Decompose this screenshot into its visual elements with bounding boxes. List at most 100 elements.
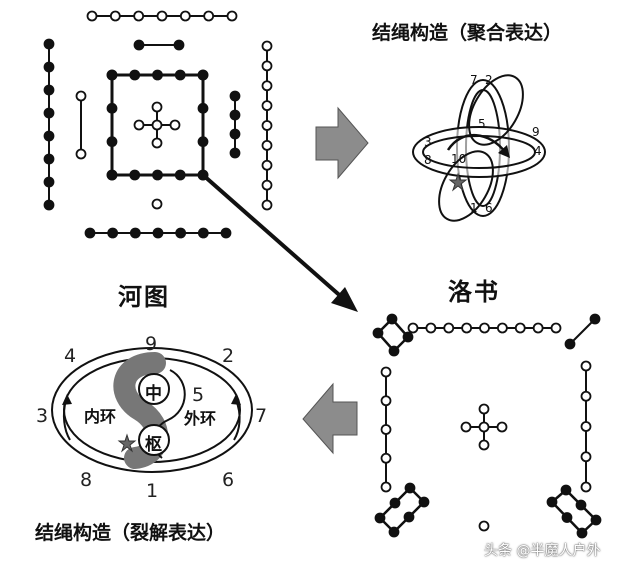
white-dot xyxy=(580,451,592,463)
white-dot xyxy=(380,366,392,378)
ring-number: 3 xyxy=(36,405,49,427)
white-dot xyxy=(580,481,592,493)
knot-numbers: 7 2 5 9 4 3 8 10 1 6 xyxy=(424,73,542,215)
black-dot xyxy=(43,61,55,73)
knot-number: 6 xyxy=(485,201,493,215)
white-dot xyxy=(478,421,490,433)
outer-ring-label: 外环 xyxy=(184,409,217,428)
black-dot xyxy=(107,227,119,239)
white-dot xyxy=(226,10,238,22)
white-dot xyxy=(151,198,163,210)
white-dot xyxy=(133,10,145,22)
white-dot xyxy=(580,421,592,432)
black-dot xyxy=(84,227,96,239)
white-dot xyxy=(261,159,273,171)
black-block xyxy=(550,488,598,535)
ring-diagram xyxy=(51,347,253,473)
black-dot xyxy=(546,496,558,508)
knot-split-title: 结绳构造（裂解表达） xyxy=(35,522,226,544)
ring-number: 2 xyxy=(222,345,235,367)
white-dot xyxy=(203,10,215,22)
white-dot xyxy=(151,101,163,113)
watermark: 头条 @半魔人户外 xyxy=(484,543,601,559)
black-dot xyxy=(43,107,55,119)
white-dot xyxy=(75,148,87,160)
luoshu-diagram xyxy=(372,313,602,539)
black-dot xyxy=(174,169,186,181)
star-icon xyxy=(117,433,137,453)
knot-diagram xyxy=(412,74,546,222)
hetu-title: 河图 xyxy=(118,283,170,311)
black-dot xyxy=(590,514,602,526)
black-dot xyxy=(133,39,145,51)
black-dot xyxy=(43,38,55,50)
black-dot xyxy=(43,84,55,96)
white-dot xyxy=(496,322,508,334)
black-dot xyxy=(197,69,209,81)
knot-number: 1 xyxy=(470,201,478,215)
ring-number: 5 xyxy=(192,384,205,406)
ring-number: 4 xyxy=(64,345,77,367)
black-dot xyxy=(575,499,587,511)
white-dot xyxy=(151,119,163,131)
pivot-label: 枢 xyxy=(145,435,162,455)
black-dot xyxy=(388,345,400,357)
white-dot xyxy=(261,60,273,72)
black-dot xyxy=(403,511,415,523)
knot-number: 2 xyxy=(485,73,493,87)
white-dot xyxy=(580,390,592,402)
white-dot xyxy=(261,139,273,151)
knot-number: 4 xyxy=(534,144,542,158)
white-dot xyxy=(380,395,392,407)
ring-number: 8 xyxy=(80,469,93,491)
white-dot xyxy=(261,179,273,191)
white-dot xyxy=(479,322,490,334)
white-dot xyxy=(478,403,490,415)
black-dot xyxy=(229,128,241,140)
knot-number: 9 xyxy=(532,125,540,139)
white-dot xyxy=(461,322,473,334)
black-dot xyxy=(106,169,118,181)
black-dot xyxy=(418,496,430,508)
knot-number: 5 xyxy=(478,117,486,131)
black-dot xyxy=(129,227,141,239)
white-dot xyxy=(109,10,121,22)
white-dot xyxy=(261,80,273,92)
white-dot xyxy=(478,439,490,451)
black-dot xyxy=(229,147,241,159)
black-dot xyxy=(106,102,118,114)
black-dot xyxy=(43,176,55,188)
white-dot xyxy=(407,322,419,334)
black-dot xyxy=(152,227,164,239)
black-dot xyxy=(576,527,588,539)
white-dot xyxy=(151,137,163,149)
white-dot xyxy=(580,360,592,372)
white-dot xyxy=(75,90,87,102)
white-dot xyxy=(86,10,98,22)
black-dot xyxy=(564,338,576,350)
black-dot xyxy=(229,109,241,121)
knot-number: 7 xyxy=(470,73,478,87)
white-dot xyxy=(169,119,181,131)
gray-arrow-left xyxy=(302,382,358,455)
knot-number: 10 xyxy=(451,152,466,166)
star-icon xyxy=(448,172,468,192)
black-dot xyxy=(106,69,118,81)
white-dot xyxy=(261,40,273,52)
black-dot xyxy=(106,136,118,148)
white-dot xyxy=(478,520,490,532)
center-label: 中 xyxy=(145,384,162,404)
knot-number: 8 xyxy=(424,153,432,167)
white-dot xyxy=(443,322,455,334)
white-dot xyxy=(261,120,273,131)
black-dot xyxy=(43,130,55,142)
black-dot xyxy=(402,331,414,343)
black-dot xyxy=(561,512,573,523)
white-dot xyxy=(133,119,145,131)
black-dot xyxy=(129,69,141,81)
white-dot xyxy=(156,10,168,22)
black-dot xyxy=(197,136,209,148)
white-dot xyxy=(179,10,191,22)
black-dot xyxy=(175,227,187,239)
